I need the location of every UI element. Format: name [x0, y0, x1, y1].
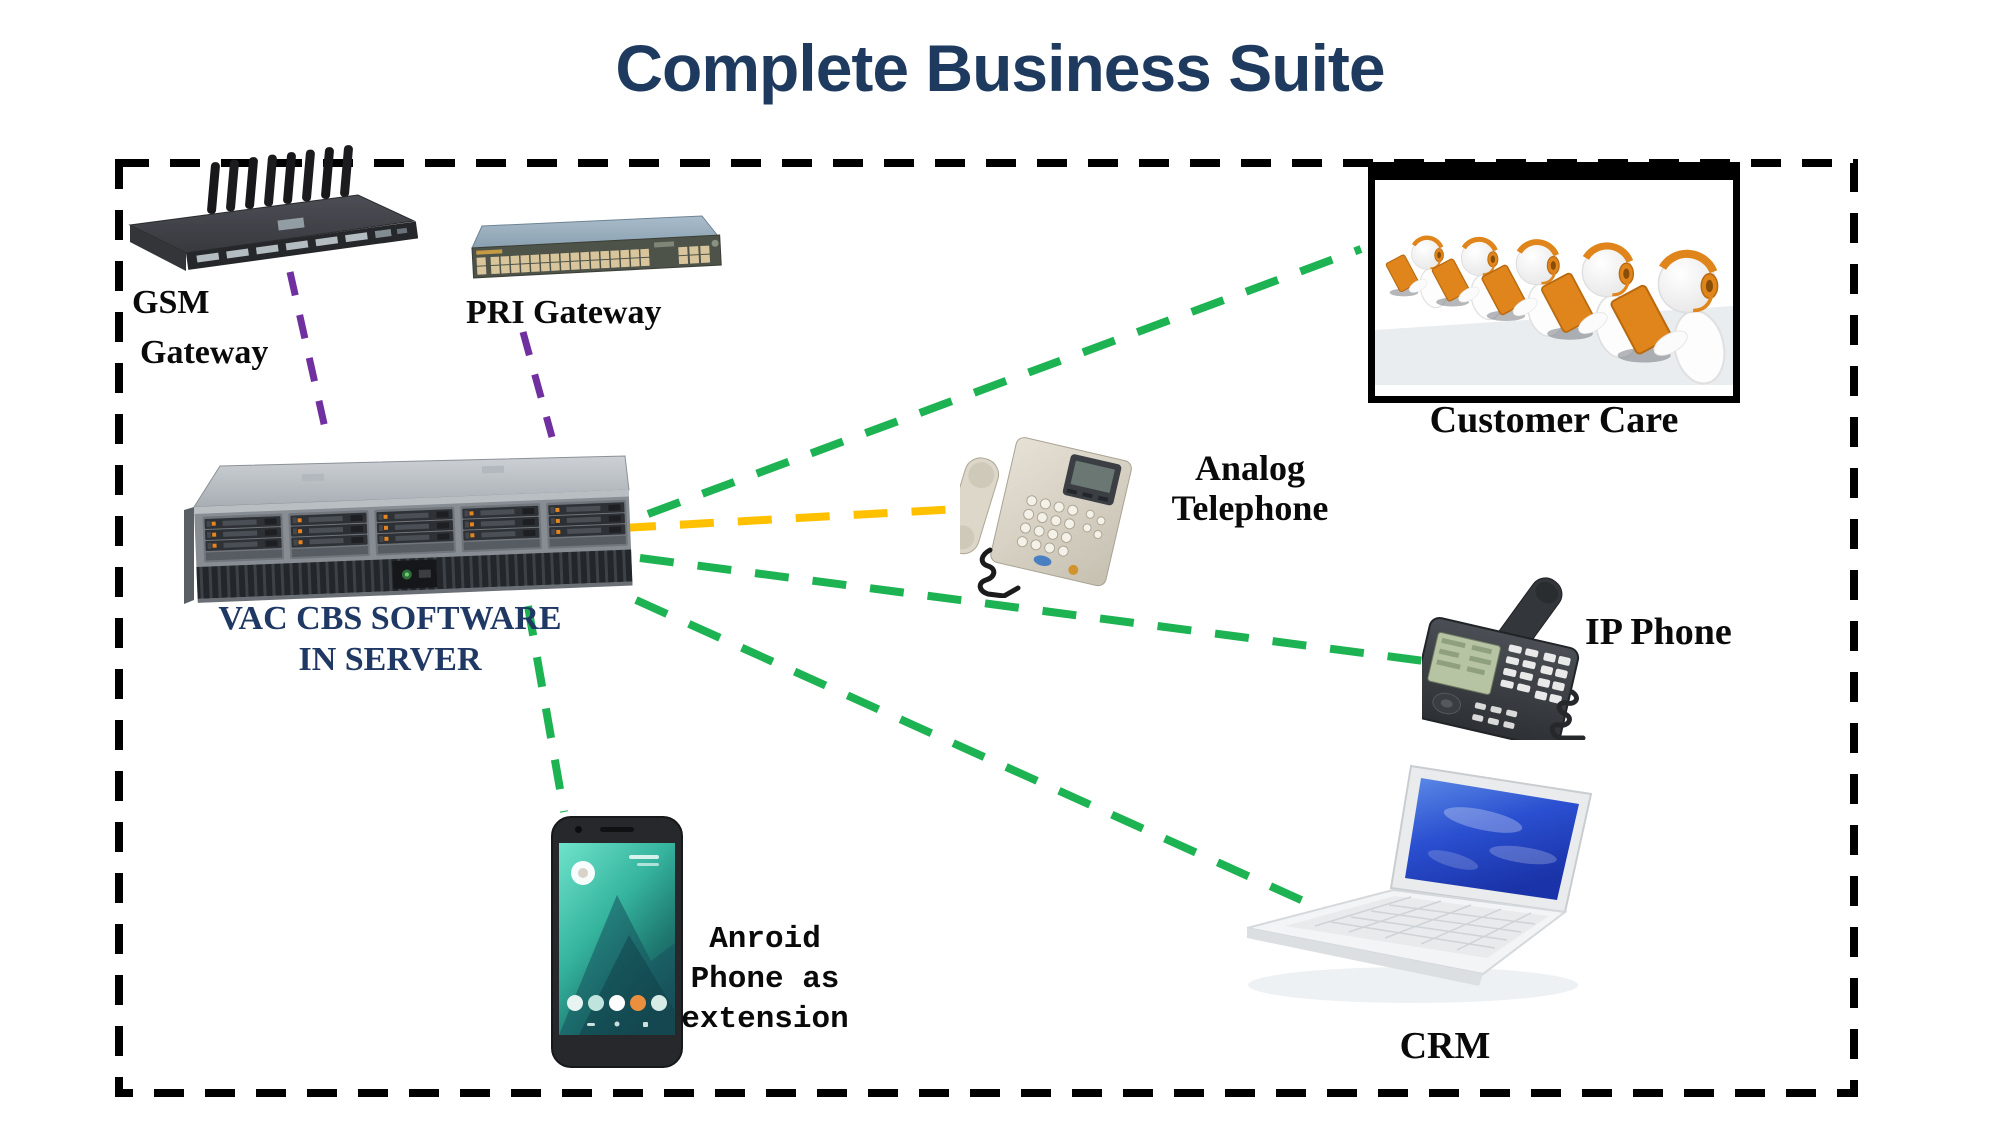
connection-server-to-android-phone	[524, 605, 568, 813]
phone-speaker	[600, 827, 634, 832]
customer-care-frame-bar	[1375, 169, 1733, 180]
gsm-antennas	[207, 145, 353, 215]
gsm-gateway-node	[118, 145, 419, 285]
connection-pri-to-server	[519, 331, 556, 438]
diagram-title: Complete Business Suite	[615, 31, 1385, 105]
customer-care-image	[1375, 235, 1733, 385]
pri-gateway-label: PRI Gateway	[466, 294, 662, 331]
server-image	[184, 455, 633, 604]
connection-server-to-crm	[634, 596, 1394, 945]
android-phone-screen	[559, 843, 675, 1035]
android-phone-node	[551, 816, 683, 1068]
pri-gateway-node	[460, 210, 725, 288]
connection-server-to-customer-care	[646, 245, 1363, 518]
crm-label: CRM	[1399, 1025, 1491, 1067]
gsm-gateway-image	[128, 145, 419, 271]
analog-telephone-label: Analog Telephone	[1171, 448, 1329, 528]
ip-phone-image	[1410, 577, 1586, 749]
connection-gsm-to-server	[286, 271, 331, 438]
connection-server-to-analog-telephone	[621, 505, 959, 532]
ip-phone-label: IP Phone	[1585, 611, 1732, 653]
call-center-agents	[1385, 235, 1726, 385]
server-label: VAC CBS SOFTWARE IN SERVER	[218, 600, 562, 678]
handset-cord	[977, 547, 1021, 599]
customer-care-label: Customer Care	[1429, 399, 1679, 441]
app-dock-icons	[567, 995, 667, 1011]
phone-camera	[575, 826, 582, 833]
connection-server-to-ip-phone	[639, 554, 1425, 665]
crm-node	[1243, 760, 1623, 1010]
gsm-gateway-label: GSM Gateway	[132, 284, 269, 371]
customer-care-node	[1368, 162, 1740, 403]
analog-telephone-image	[944, 437, 1132, 599]
pri-gateway-image	[471, 215, 722, 279]
android-phone-label: Anroid Phone as extension	[681, 922, 849, 1037]
analog-telephone-node	[944, 426, 1165, 599]
diagram-border	[115, 159, 1858, 1097]
ip-phone-cord	[1549, 689, 1586, 741]
ip-phone-node	[1410, 572, 1637, 749]
crm-laptop-image	[1246, 764, 1593, 1003]
server-node	[182, 452, 637, 607]
